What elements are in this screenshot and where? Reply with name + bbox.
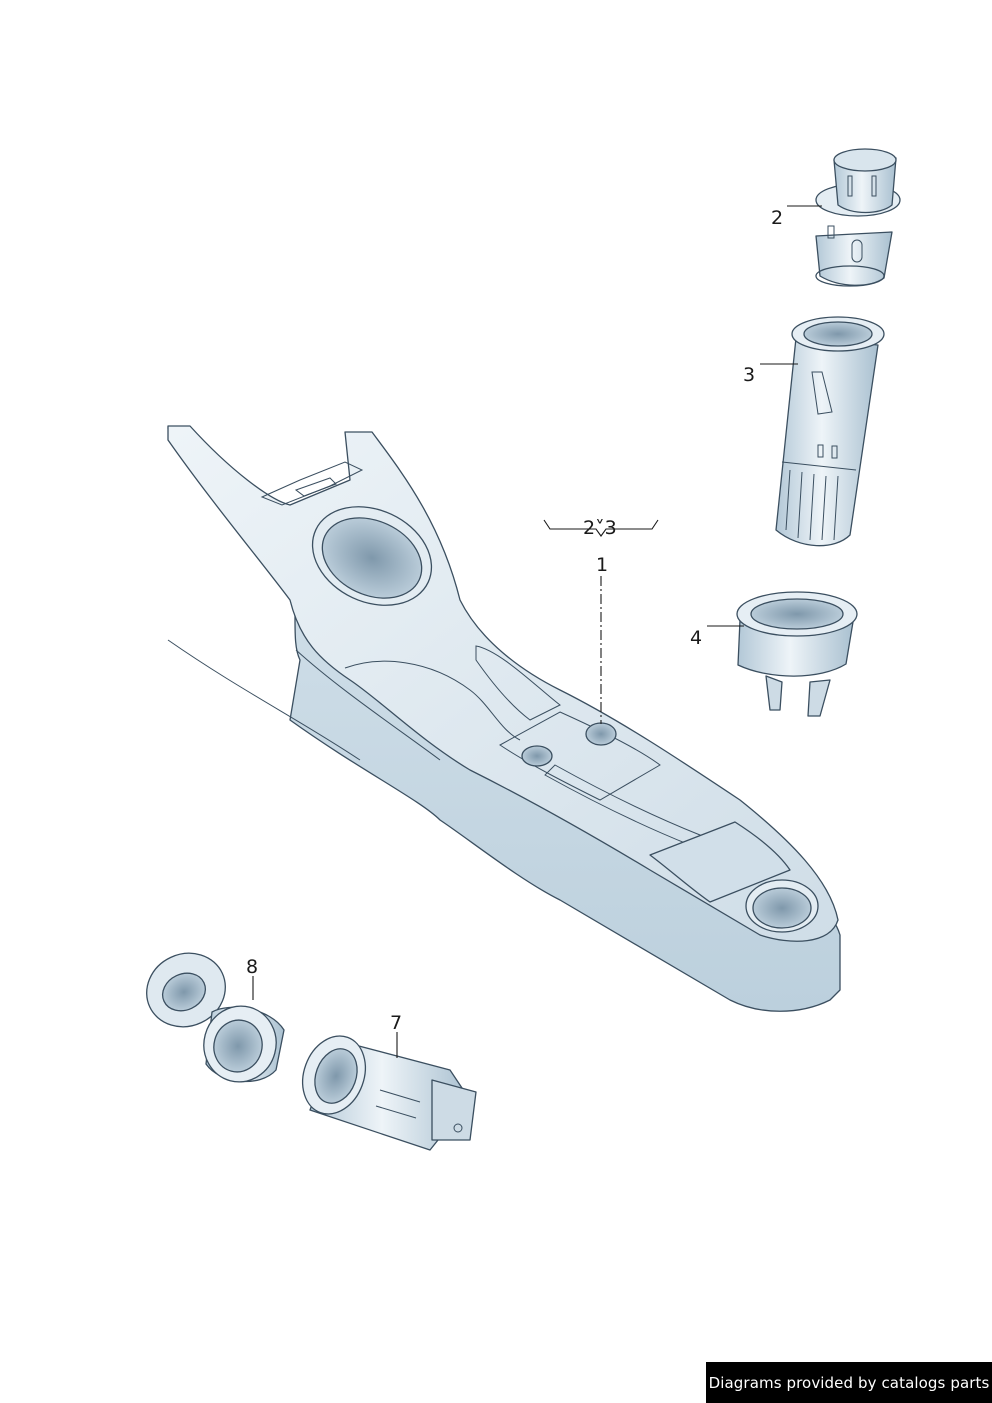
callout-7: 7	[390, 1012, 402, 1034]
callout-2: 2	[771, 207, 783, 229]
callout-labels: 2 3 2˅3 1 4 8 7	[246, 207, 783, 1034]
part-3-socket-housing	[775, 316, 885, 547]
part-4-cover-ring	[736, 591, 858, 717]
part-8-socket-cap	[146, 952, 285, 1083]
callout-1: 1	[596, 554, 608, 576]
callout-3: 3	[743, 364, 755, 386]
part-2-socket-insert	[815, 148, 901, 287]
callout-4: 4	[690, 627, 702, 649]
credit-banner: Diagrams provided by catalogs parts	[706, 1362, 992, 1403]
callout-group: 2˅3	[583, 517, 617, 539]
part-7-socket	[302, 1035, 477, 1151]
callout-8: 8	[246, 956, 258, 978]
leader-lines	[252, 205, 822, 1058]
center-console	[167, 425, 841, 1012]
